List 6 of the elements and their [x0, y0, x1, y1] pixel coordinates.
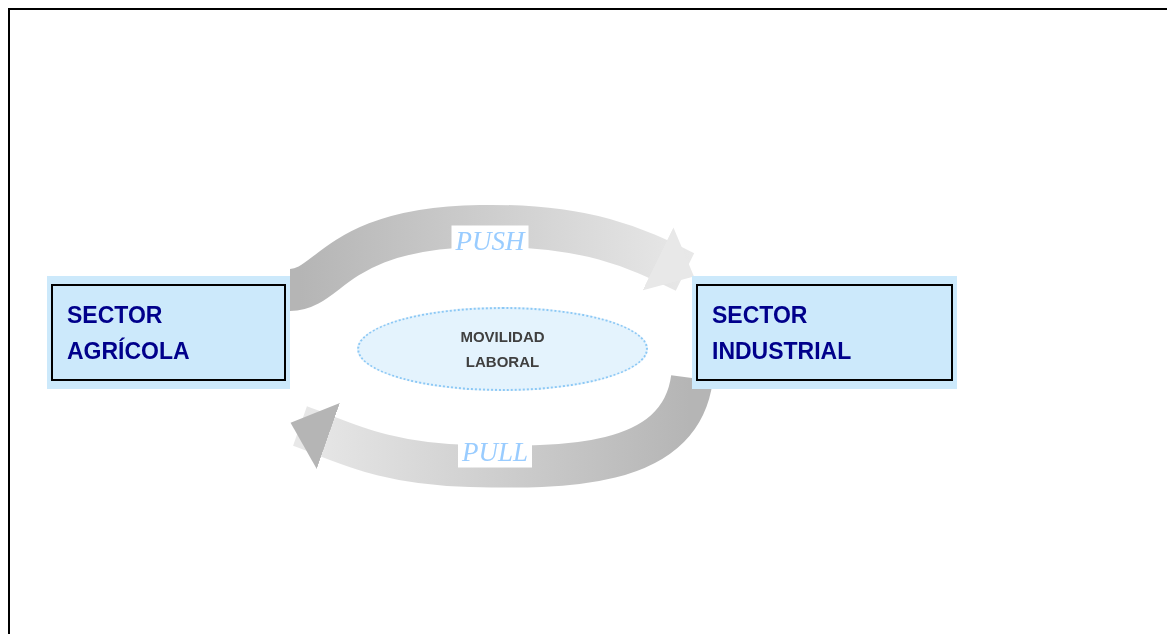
sector-box — [47, 276, 290, 389]
sector-label: SECTOR AGRÍCOLA — [67, 300, 191, 366]
curved-arrow — [287, 205, 695, 311]
sector-label: SECTOR INDUSTRIAL — [712, 300, 853, 366]
node-text: MOVILIDAD LABORAL — [459, 327, 546, 372]
sector-box — [692, 276, 957, 389]
